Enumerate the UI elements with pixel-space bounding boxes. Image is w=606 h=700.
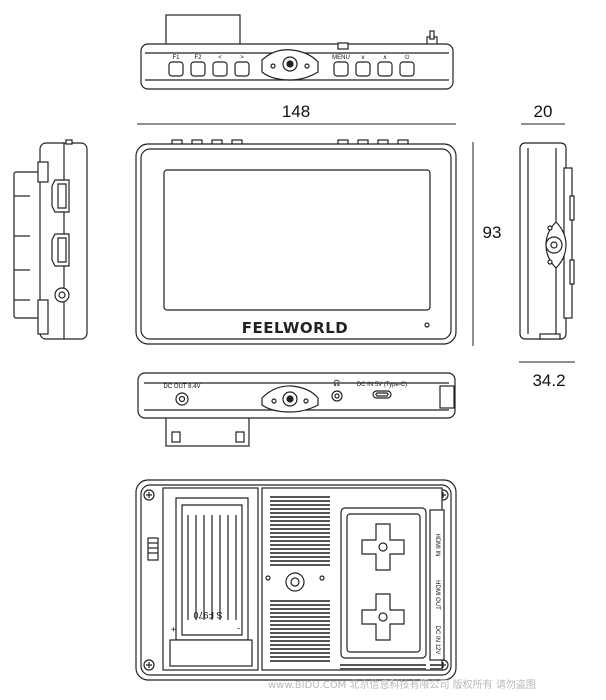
vent-grille-lower (270, 600, 330, 662)
top-view (140, 14, 454, 90)
front-view: FEELWORLD (135, 139, 457, 345)
monitor-screen (163, 169, 431, 311)
watermark: www.BIDU.COM 北京信息科技有限公司 版权所有 请勿盗图 (268, 680, 536, 691)
right-button (234, 61, 250, 77)
vent-grille-upper (270, 496, 330, 566)
left-side-view (13, 139, 88, 340)
depth-total-value: 34.2 (532, 371, 565, 390)
connector-strip (429, 509, 445, 661)
button-label-up: ∧ (383, 55, 387, 61)
right-side-view (519, 142, 575, 340)
battery-model-label: S F970 (193, 610, 222, 620)
brand-logo: FEELWORLD (242, 319, 349, 337)
battery-minus-label: - (237, 624, 240, 634)
down-button (355, 61, 371, 77)
button-label-power: ⏻ (405, 54, 410, 61)
height-value: 93 (483, 223, 502, 242)
width-value: 148 (282, 102, 310, 121)
bottom-view (137, 372, 456, 447)
hdmi-out-label: HDMI OUT (434, 580, 440, 610)
f1-button (168, 61, 184, 77)
hdmi-in-label: HDMI IN (434, 534, 440, 557)
button-label-menu: MENU (332, 55, 350, 61)
button-label-f2: F2 (194, 55, 202, 61)
dc-out-label: DC OUT 8.4V (164, 384, 201, 390)
back-view (135, 479, 457, 681)
indicator-led (424, 322, 430, 328)
menu-button (333, 61, 349, 77)
dc-in-label: DC IN 5V (Type-C) (357, 382, 407, 388)
up-button (377, 61, 393, 77)
top-view-bracket (165, 14, 241, 48)
bottom-view-labels: DC OUT 8.4V 🎧 DC IN 5V (Type-C) (164, 379, 408, 390)
top-view-labels: F1 F2 < > MENU ∨ ∧ ⏻ (172, 54, 409, 61)
side-button-back (147, 537, 159, 561)
battery-plus-label: + (171, 624, 176, 634)
dc-in-12v-label: DC IN 12V (434, 626, 440, 655)
f2-button (190, 61, 206, 77)
left-button (212, 61, 228, 77)
monitor-front-body (135, 143, 457, 345)
button-label-right: > (240, 55, 244, 61)
back-view-labels: S F970 + - HDMI IN HDMI OUT DC IN 12V (171, 534, 440, 655)
button-label-f1: F1 (172, 55, 180, 61)
depth-value: 20 (534, 102, 553, 121)
power-button (399, 61, 415, 77)
button-label-down: ∨ (361, 55, 365, 61)
headphone-icon: 🎧 (333, 379, 340, 387)
button-label-left: < (218, 55, 222, 61)
